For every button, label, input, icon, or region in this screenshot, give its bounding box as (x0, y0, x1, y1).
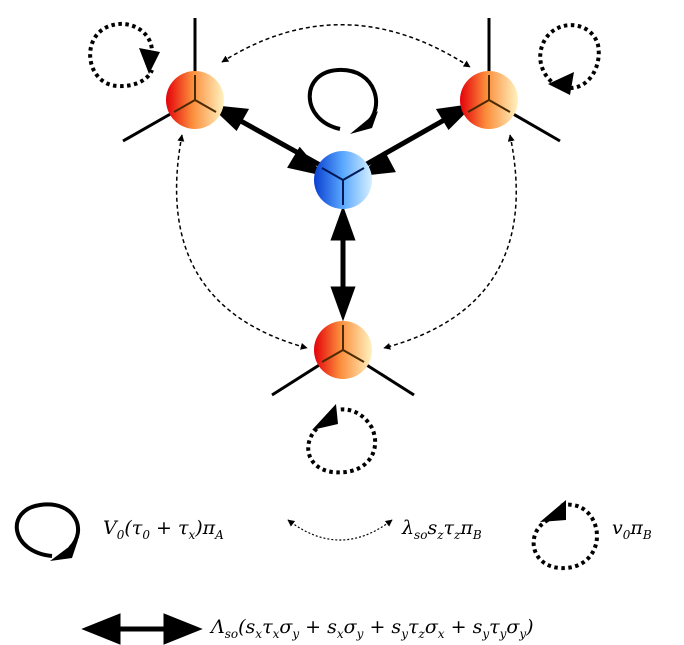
legend-dashed-arrow-icon (287, 519, 393, 541)
arc-topleft-bottom (175, 134, 308, 350)
dashed-hopping-arcs (175, 23, 517, 350)
legend-thick-double-arrow-icon (81, 613, 203, 645)
legend-dotted-loop-icon (531, 502, 599, 571)
inner-bonds (173, 75, 511, 363)
legend-Lambda-term: Λso(sxτxσy + sxσy + syτzσx + syτyσy) (211, 616, 534, 641)
arc-topleft-topright (221, 23, 471, 68)
legend-V0-term: V0(τ0 + τx)πA (103, 517, 224, 542)
solid-self-loop (307, 67, 379, 134)
legend-solid-loop-icon (14, 502, 81, 561)
legend-v0-term: v0πB (612, 517, 652, 542)
legend-lambda-term: λsoszτzπB (402, 517, 482, 542)
arc-topright-bottom (383, 134, 517, 350)
dotted-self-loops (88, 21, 601, 475)
legend-dotted-loop-arrowhead (540, 500, 566, 522)
thick-double-arrows (208, 103, 476, 322)
dotted-loop-arrowheads (139, 48, 574, 430)
